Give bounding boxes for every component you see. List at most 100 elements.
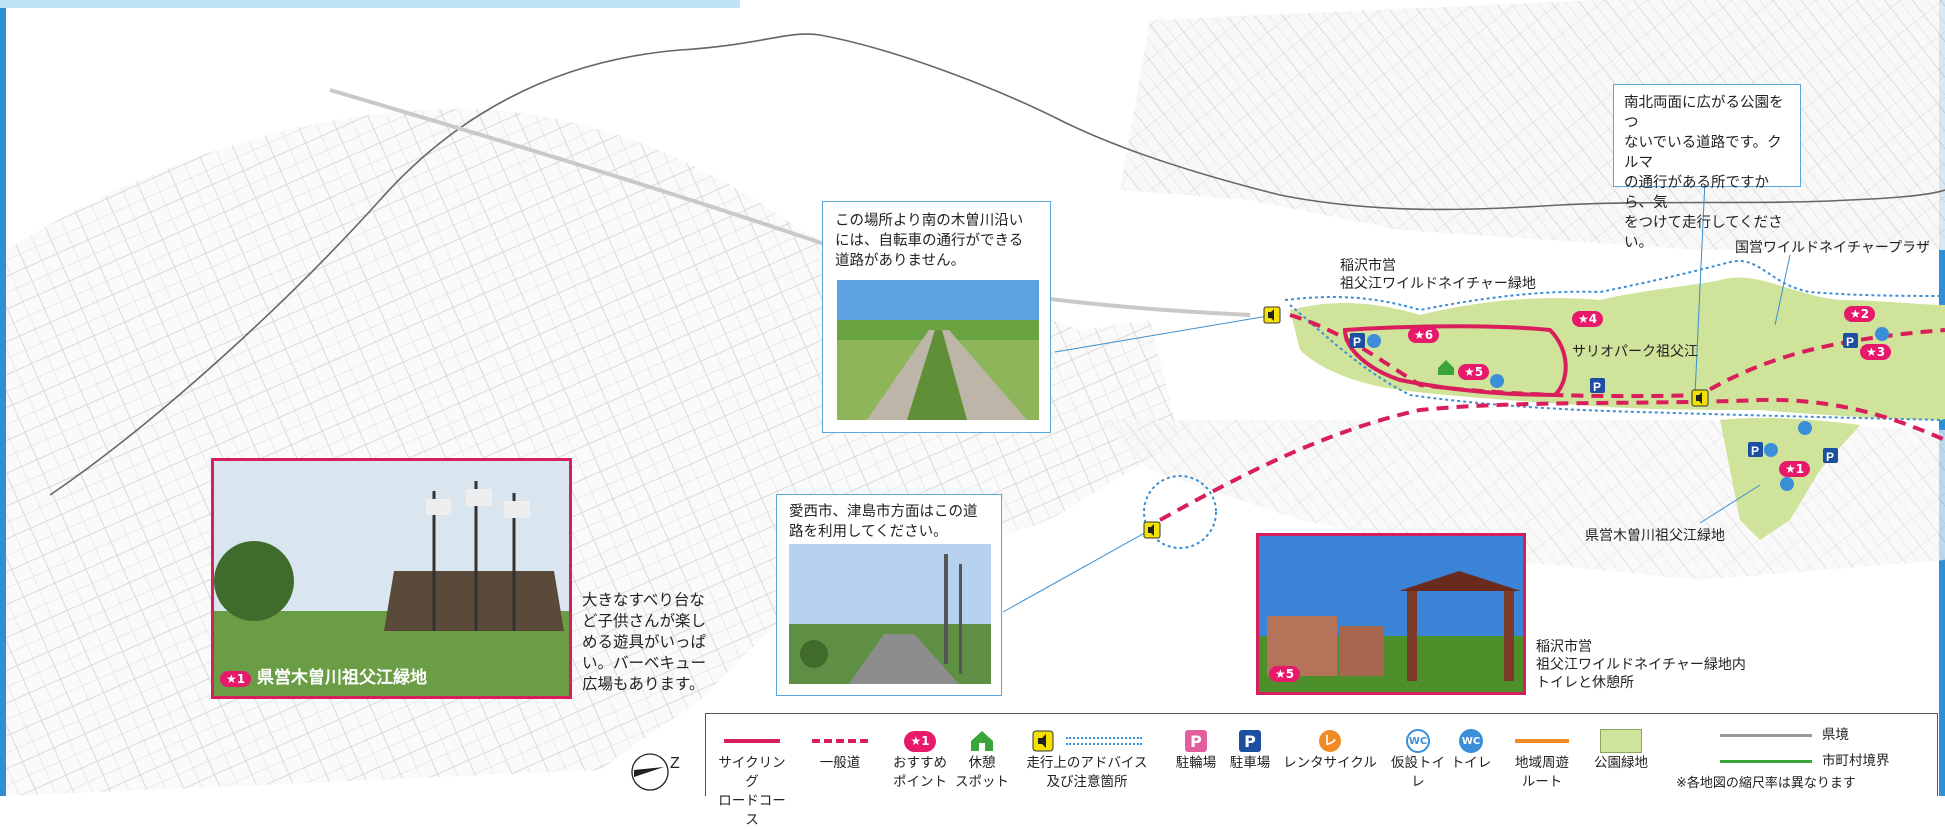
point-badge-6[interactable]: ★6 (1408, 327, 1440, 343)
sanrio-park-label: サリオパーク祖父江 (1572, 344, 1698, 360)
rest-area-caption: 稲沢市営 祖父江ワイルドネイチャー緑地内 トイレと休憩所 (1536, 639, 1746, 691)
legend-toilet: WC トイレ (1448, 728, 1494, 773)
parking-icon: P (1350, 333, 1365, 349)
header-band (0, 0, 740, 8)
wc-icon (1490, 374, 1504, 388)
aisai-note-callout: 愛西市、津島市方面はこの道 路を利用してください。 (776, 494, 1002, 696)
rest-area-image (1259, 536, 1523, 692)
playground-caption: ★1 県営木曽川祖父江緑地 (220, 663, 427, 688)
svg-text:P: P (1826, 450, 1834, 464)
road-photo (789, 544, 991, 684)
point-badge-1[interactable]: ★1 (1779, 461, 1811, 477)
rest-area-badge: ★5 (1269, 666, 1301, 682)
green-box-icon (1600, 729, 1642, 753)
legend-label: 休憩 スポット (955, 755, 1009, 790)
toilet-icon: WC (1459, 729, 1483, 753)
rental-cycle-icon: レ (1319, 730, 1341, 752)
advice-marker-icon (1263, 306, 1281, 324)
legend-borders: 県境 市町村境界 ※各地図の縮尺率は異なります (1676, 722, 1926, 793)
wc-icon (1764, 443, 1778, 457)
legend-car-parking: P 駐車場 (1226, 728, 1274, 773)
dashed-red-line-icon (812, 739, 868, 743)
ship-playground-image (214, 461, 569, 696)
legend-regional-route: 地域周遊 ルート (1506, 728, 1578, 792)
legend-label: レンタサイクル (1283, 755, 1377, 771)
map-legend: サイクリング ロードコース 一般道 ★1 おすすめ ポイント 休憩 スポット 走… (705, 713, 1938, 828)
playground-photo: ★1 県営木曽川祖父江緑地 (211, 458, 572, 699)
road-note-text: 南北両面に広がる公園をつ ないでいる道路です。クルマ の通行がある所ですから、気… (1624, 95, 1784, 251)
playground-description: 大きなすべり台な ど子供さんが楽し める遊具がいっぱ い。バーベキュー 広場もあ… (582, 591, 707, 693)
south-note-callout: この場所より南の木曽川沿い には、自転車の通行ができる 道路がありません。 (822, 201, 1051, 433)
svg-text:P: P (1846, 335, 1854, 349)
national-plaza-label: 国営ワイルドネイチャープラザ (1735, 240, 1931, 256)
legend-general-road: 一般道 (804, 728, 876, 773)
car-parking-icon: P (1239, 730, 1261, 752)
legend-label: 公園緑地 (1594, 755, 1648, 771)
park-boundary (1284, 259, 1945, 421)
south-note-text: この場所より南の木曽川沿い には、自転車の通行ができる 道路がありません。 (835, 213, 1024, 269)
prefecture-border (49, 33, 1945, 496)
svg-text:P: P (1593, 380, 1601, 394)
wc-icon (1798, 421, 1812, 435)
rest-spot-icon (1438, 360, 1454, 375)
path-photo (837, 280, 1039, 420)
legend-advice: 走行上のアドバイス 及び注意箇所 (1012, 728, 1162, 792)
bicycle-parking-icon: P (1185, 730, 1207, 752)
road-note-callout: 南北両面に広がる公園をつ ないでいる道路です。クルマ の通行がある所ですから、気… (1613, 84, 1801, 251)
scale-note: ※各地図の縮尺率は異なります (1676, 776, 1856, 791)
solid-red-line-icon (724, 739, 780, 743)
temporary-toilet-icon: WC (1406, 729, 1430, 753)
prefecture-border-icon (1720, 733, 1812, 737)
point-badge-2[interactable]: ★2 (1844, 306, 1876, 322)
general-road (1159, 397, 1945, 522)
advice-marker-icon (1143, 521, 1161, 539)
park-green-north (1290, 277, 1945, 420)
playground-badge: ★1 (220, 671, 252, 687)
parking-icon: P (1823, 448, 1838, 464)
legend-label: おすすめ ポイント (893, 755, 947, 790)
leader-lines (1002, 179, 1791, 613)
aisai-dotted-circle (1143, 475, 1217, 549)
wc-icon (1875, 327, 1889, 341)
legend-label: トイレ (1450, 755, 1492, 771)
point-badge-5[interactable]: ★5 (1458, 364, 1490, 380)
city-border-icon (1720, 759, 1812, 763)
legend-label: 地域周遊 ルート (1515, 755, 1569, 790)
svg-text:P: P (1353, 335, 1361, 349)
rest-spot-icon (971, 731, 993, 751)
wc-icon (1367, 334, 1381, 348)
legend-label: 駐輪場 (1175, 755, 1217, 771)
rest-area-photo: ★5 (1256, 533, 1526, 695)
urban-area-north (1120, 0, 1945, 250)
wc-icon (1780, 477, 1794, 491)
dotted-blue-line-icon (1066, 737, 1142, 745)
prefecture-border-label: 県境 (1822, 726, 1849, 743)
legend-label: 一般道 (819, 755, 861, 771)
parking-icon: P (1590, 378, 1605, 394)
inazawa-green-label: 稲沢市営 祖父江ワイルドネイチャー緑地 (1340, 258, 1536, 292)
prefectural-green-label: 県営木曽川祖父江緑地 (1585, 528, 1725, 544)
legend-bicycle-parking: P 駐輪場 (1172, 728, 1220, 773)
legend-label: 仮設トイレ (1391, 755, 1445, 790)
legend-rental-cycle: レ レンタサイクル (1280, 728, 1380, 773)
legend-recommended-point: ★1 おすすめ ポイント (890, 728, 950, 792)
legend-park-green: 公園緑地 (1586, 728, 1656, 773)
aisai-note-text: 愛西市、津島市方面はこの道 路を利用してください。 (789, 504, 978, 540)
point-badge-4[interactable]: ★4 (1572, 311, 1604, 327)
city-border-label: 市町村境界 (1822, 752, 1890, 769)
cycling-route (1342, 324, 1568, 398)
legend-label: 走行上のアドバイス 及び注意箇所 (1026, 755, 1148, 790)
legend-rest-spot: 休憩 スポット (954, 728, 1010, 792)
orange-line-icon (1515, 739, 1569, 743)
legend-temporary-toilet: WC 仮設トイレ (1386, 728, 1450, 792)
parking-icon: P (1748, 442, 1763, 458)
playground-caption-text: 県営木曽川祖父江緑地 (257, 668, 428, 688)
advice-icon (1032, 730, 1054, 752)
legend-cycling-road: サイクリング ロードコース (712, 728, 792, 830)
advice-marker-icon (1691, 389, 1709, 407)
north-arrow-icon: Z (631, 753, 680, 791)
point-badge-3[interactable]: ★3 (1860, 344, 1892, 360)
legend-label: 駐車場 (1229, 755, 1271, 771)
svg-text:P: P (1751, 444, 1759, 458)
general-road-2 (1289, 313, 1945, 399)
